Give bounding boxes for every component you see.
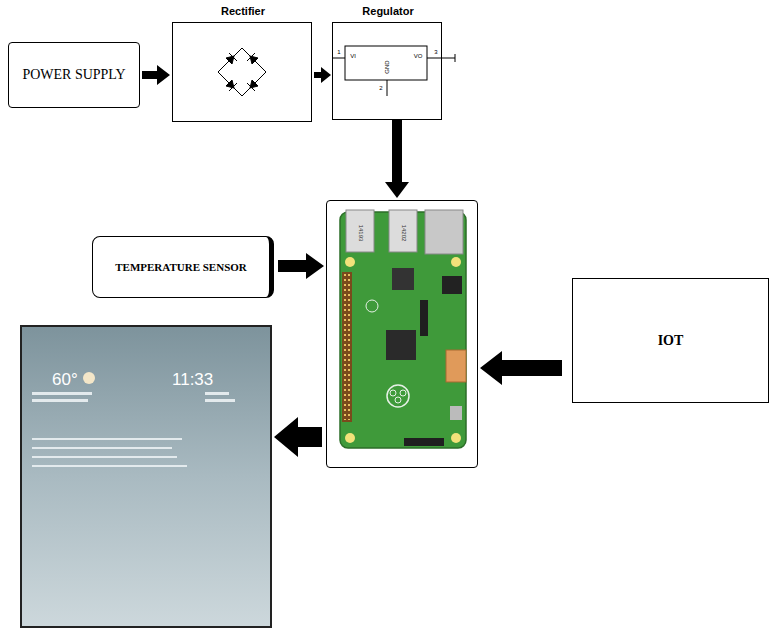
node-text: TEMPERATURE SENSOR bbox=[115, 261, 247, 273]
block-arrow bbox=[274, 417, 322, 457]
mount-hole bbox=[451, 433, 461, 443]
pin-label: 2 bbox=[379, 85, 382, 91]
diode-bar bbox=[229, 53, 237, 61]
date-line bbox=[205, 399, 235, 402]
ethernet-port bbox=[425, 210, 463, 254]
temperature-sensor-box: TEMPERATURE SENSOR bbox=[92, 236, 274, 298]
pin-label: VO bbox=[414, 53, 423, 59]
smart-mirror bbox=[21, 326, 271, 628]
pin-label: GND bbox=[384, 60, 390, 73]
mirror-glass bbox=[21, 326, 271, 628]
mount-hole bbox=[345, 257, 355, 267]
node-text: 14202 bbox=[401, 225, 407, 242]
gpio-pins bbox=[348, 274, 350, 420]
pin-tick bbox=[455, 54, 456, 62]
hdmi-port bbox=[446, 350, 466, 382]
pin-lead bbox=[332, 58, 345, 59]
block-arrow bbox=[385, 120, 409, 198]
lan-chip bbox=[392, 268, 414, 290]
gpio-pins bbox=[344, 274, 346, 420]
news-line bbox=[32, 456, 177, 458]
raspberry-logo bbox=[390, 390, 396, 396]
node-text: 60° bbox=[52, 371, 78, 388]
forecast-line bbox=[32, 392, 92, 395]
node-text: IOT bbox=[658, 333, 684, 349]
block-arrow bbox=[480, 351, 562, 385]
usb-port bbox=[389, 210, 417, 252]
regulator-symbol bbox=[332, 46, 455, 96]
ce-mark bbox=[366, 300, 378, 312]
diode-bridge-symbol bbox=[218, 48, 266, 96]
block-arrow bbox=[278, 253, 324, 279]
node-text: 11:33 bbox=[172, 371, 213, 388]
news-line bbox=[32, 438, 182, 440]
weather-icon bbox=[83, 372, 95, 384]
power-supply-box: POWER SUPPLY bbox=[8, 42, 140, 108]
pin-label: 1 bbox=[337, 49, 340, 55]
bridge-wire bbox=[218, 48, 266, 96]
regulator-body bbox=[345, 46, 427, 80]
pin-lead bbox=[427, 58, 455, 59]
display-connector bbox=[404, 438, 444, 446]
diode-bar bbox=[247, 83, 255, 91]
node-text: Regulator bbox=[362, 6, 413, 17]
news-line bbox=[32, 465, 187, 467]
diode-bar bbox=[229, 83, 237, 91]
block-arrow bbox=[314, 67, 331, 83]
node-text: POWER SUPPLY bbox=[22, 67, 125, 83]
cpu-chip bbox=[386, 330, 416, 360]
pin-label: 3 bbox=[434, 49, 437, 55]
pin-lead bbox=[387, 80, 388, 96]
smart-mirror-display: 60° 11:33 bbox=[20, 325, 272, 628]
raspberry-logo bbox=[395, 397, 401, 403]
raspberry-logo bbox=[400, 390, 406, 396]
micro-usb bbox=[450, 406, 462, 420]
node-text: Rectifier bbox=[221, 6, 265, 17]
usb-port bbox=[346, 210, 374, 252]
camera-connector bbox=[420, 300, 428, 336]
pin-label: VI bbox=[350, 53, 356, 59]
block-arrow bbox=[142, 65, 170, 85]
mount-hole bbox=[451, 257, 461, 267]
diode-bar bbox=[247, 53, 255, 61]
news-line bbox=[32, 447, 172, 449]
raspberry-pi-box: 14193 14202 bbox=[326, 200, 478, 468]
forecast-line bbox=[32, 399, 88, 402]
node-text: 14193 bbox=[358, 225, 364, 242]
rectifier-box: Rectifier bbox=[172, 22, 312, 122]
gpio-header bbox=[342, 272, 352, 422]
date-line bbox=[205, 392, 229, 395]
mount-hole bbox=[345, 433, 355, 443]
iot-box: IOT bbox=[572, 278, 769, 403]
audio-jack bbox=[442, 276, 462, 294]
raspberry-logo bbox=[387, 385, 409, 407]
raspberry-pi-board bbox=[340, 210, 466, 448]
